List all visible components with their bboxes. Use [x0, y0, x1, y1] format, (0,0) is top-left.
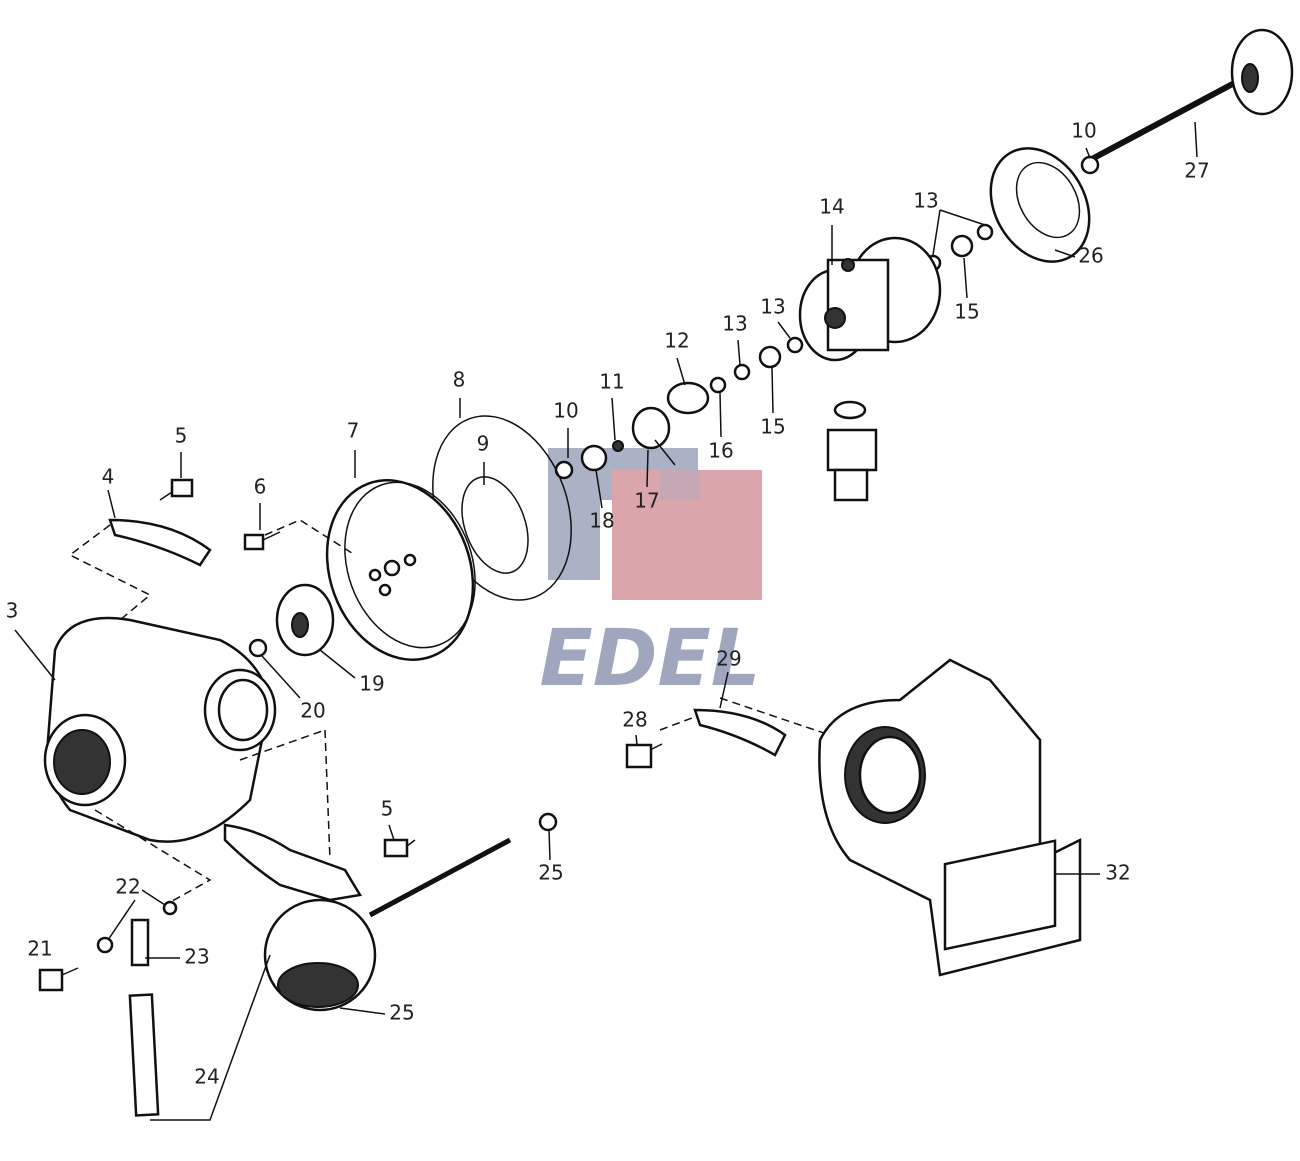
part-label: 7	[347, 419, 360, 443]
part-label: 15	[954, 300, 979, 324]
part-label: 22	[115, 875, 140, 899]
part-label: 25	[389, 1001, 414, 1025]
leader-lines	[14, 121, 1198, 1015]
part-label: 32	[1105, 861, 1130, 885]
part-label: 15	[760, 415, 785, 439]
part-label: 19	[359, 672, 384, 696]
part-label: 10	[1071, 119, 1096, 143]
part-label: 28	[622, 708, 647, 732]
part-label: 29	[716, 647, 741, 671]
part-label: 8	[453, 368, 466, 392]
part-label: 24	[194, 1065, 219, 1089]
part-label: 10	[553, 399, 578, 423]
part-label: 17	[634, 489, 659, 513]
part-label: 5	[381, 797, 394, 821]
part-labels: 3 4 5 6 7 8 9 10 11 12 13 13 14 13 15 26…	[6, 119, 1210, 1089]
part-label: 5	[175, 424, 188, 448]
part-label: 27	[1184, 159, 1209, 183]
part-label: 20	[300, 699, 325, 723]
part-label: 25	[538, 861, 563, 885]
part-label: 3	[6, 599, 19, 623]
part-label: 18	[589, 509, 614, 533]
part-label: 13	[913, 189, 938, 213]
part-label: 23	[184, 945, 209, 969]
part-label: 21	[27, 937, 52, 961]
part-label: 13	[760, 295, 785, 319]
part-label: 4	[102, 465, 115, 489]
part-label: 6	[254, 475, 267, 499]
part-label: 11	[599, 370, 624, 394]
part-label: 13	[722, 312, 747, 336]
part-label: 12	[664, 329, 689, 353]
part-label: 14	[819, 195, 844, 219]
parts	[38, 28, 1294, 1121]
part-label: 26	[1078, 244, 1103, 268]
part-label: 9	[477, 432, 490, 456]
part-label: 16	[708, 439, 733, 463]
